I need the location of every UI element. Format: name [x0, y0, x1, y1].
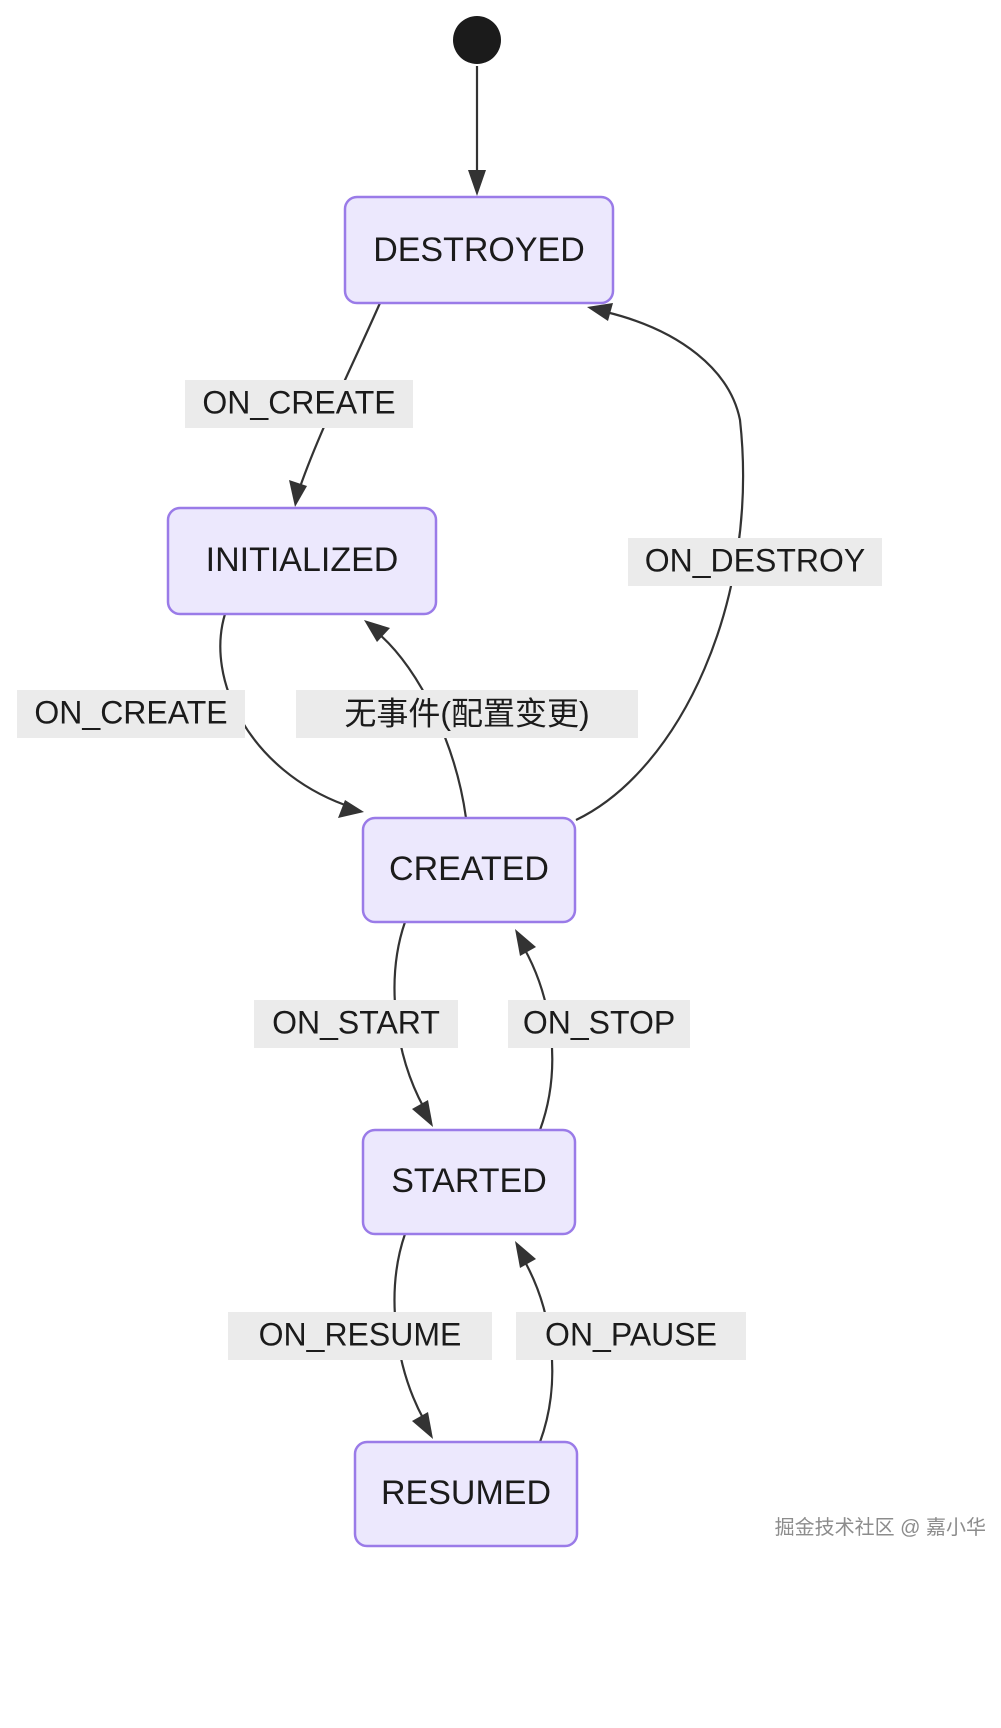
- edge-label-on-destroy-bg: [628, 538, 882, 586]
- edge-label-on-create-2-text: ON_CREATE: [34, 694, 227, 730]
- edge-label-on-pause-text: ON_PAUSE: [545, 1316, 717, 1352]
- start-state-dot: [453, 16, 501, 64]
- edge-label-on-stop-text: ON_STOP: [523, 1004, 675, 1040]
- node-started-label: STARTED: [391, 1162, 547, 1200]
- edge-label-on-resume-bg: [228, 1312, 492, 1360]
- edge-label-on-stop: ON_STOP: [508, 1000, 690, 1048]
- edge-label-no-event-config-change-bg: [296, 690, 638, 738]
- node-created-label: CREATED: [389, 850, 549, 888]
- edge-label-on-stop-bg: [508, 1000, 690, 1048]
- node-destroyed-label: DESTROYED: [373, 231, 585, 269]
- watermark: 掘金技术社区 @ 嘉小华: [775, 1516, 986, 1539]
- node-created[interactable]: CREATED: [361, 816, 577, 924]
- edge-label-on-pause: ON_PAUSE: [516, 1312, 746, 1360]
- node-started[interactable]: STARTED: [361, 1128, 577, 1236]
- node-resumed[interactable]: RESUMED: [353, 1440, 579, 1548]
- edge-label-on-create-2-bg: [17, 690, 245, 738]
- edge-label-on-start-text: ON_START: [272, 1004, 440, 1040]
- node-initialized[interactable]: INITIALIZED: [166, 506, 438, 616]
- edge-label-on-resume-text: ON_RESUME: [259, 1316, 462, 1352]
- node-destroyed-box: [343, 195, 615, 305]
- edge-label-on-pause-bg: [516, 1312, 746, 1360]
- edge-label-on-start: ON_START: [254, 1000, 458, 1048]
- node-started-box: [361, 1128, 577, 1236]
- edge-label-on-start-bg: [254, 1000, 458, 1048]
- edge-label-on-create-1-bg: [185, 380, 413, 428]
- node-initialized-label: INITIALIZED: [206, 541, 399, 579]
- node-initialized-box: [166, 506, 438, 616]
- edge-start-to-destroyed: [468, 66, 486, 196]
- node-destroyed[interactable]: DESTROYED: [343, 195, 615, 305]
- node-resumed-label: RESUMED: [381, 1474, 551, 1512]
- node-resumed-box: [353, 1440, 579, 1548]
- edge-label-no-event-config-change-text: 无事件(配置变更): [344, 695, 589, 731]
- edge-label-on-create-1-text: ON_CREATE: [202, 384, 395, 420]
- edge-label-on-create-1: ON_CREATE: [185, 380, 413, 428]
- edge-label-on-create-2: ON_CREATE: [17, 690, 245, 738]
- node-created-box: [361, 816, 577, 924]
- edge-created-to-destroyed: [575, 303, 745, 821]
- edge-label-on-destroy-text: ON_DESTROY: [645, 542, 865, 578]
- edge-label-no-event-config-change: 无事件(配置变更): [296, 690, 638, 738]
- edge-label-on-resume: ON_RESUME: [228, 1312, 492, 1360]
- edge-label-on-destroy: ON_DESTROY: [628, 538, 882, 586]
